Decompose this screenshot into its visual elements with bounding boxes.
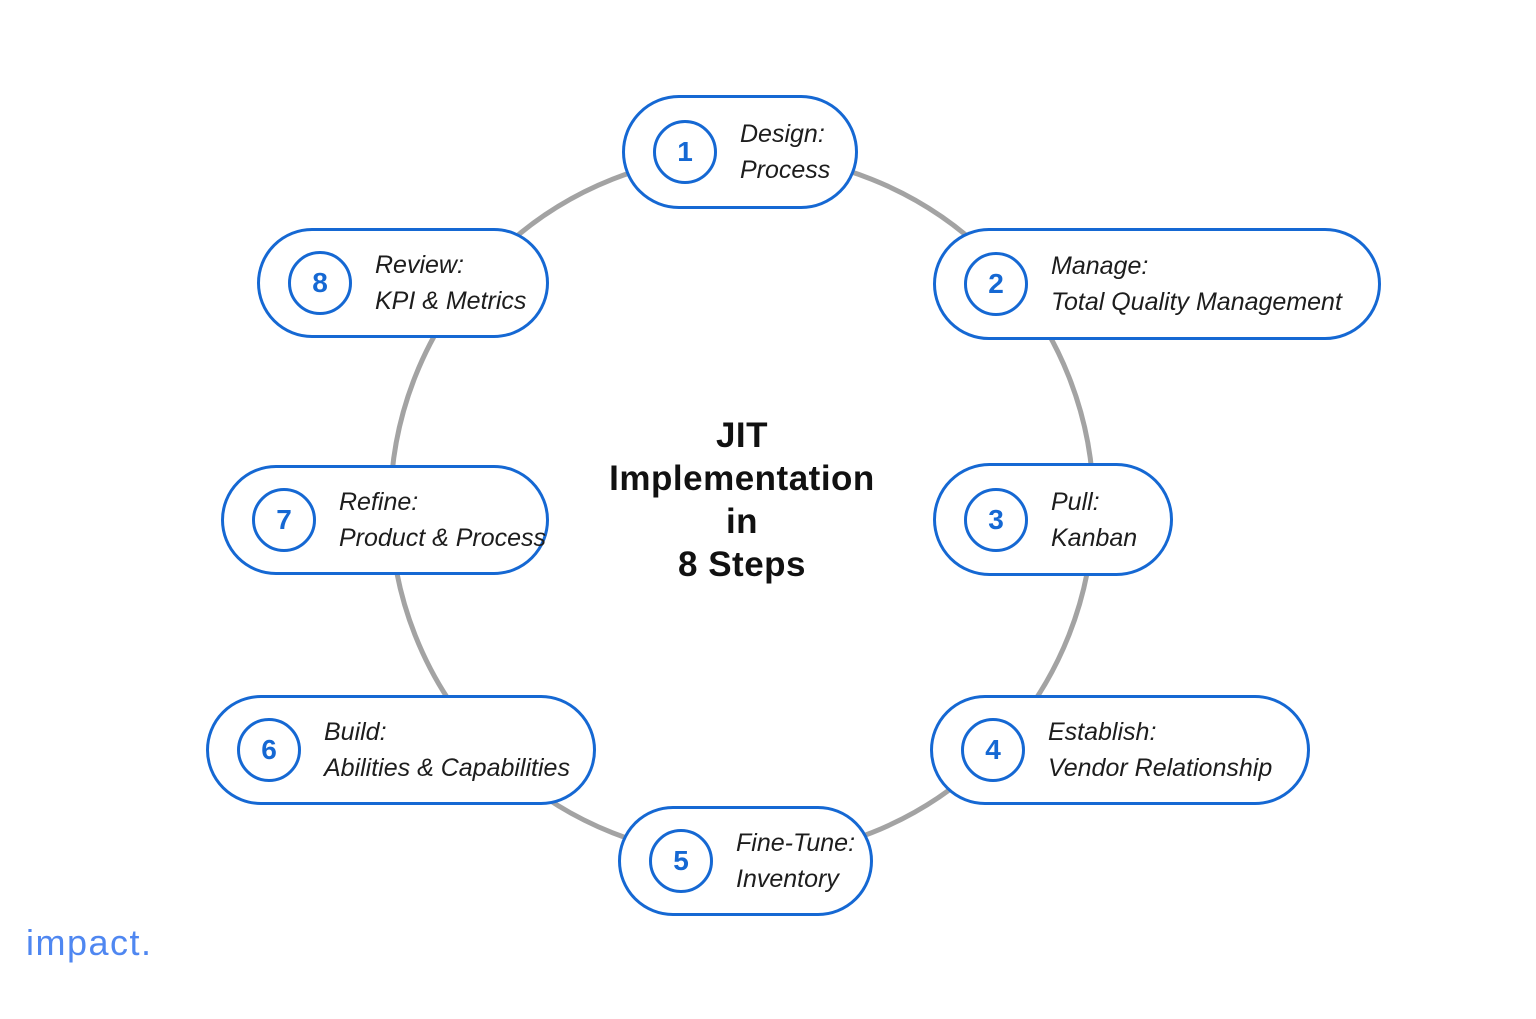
step-box-review: 8 Review: KPI & Metrics bbox=[257, 228, 549, 338]
step-number: 1 bbox=[677, 136, 693, 167]
step-detail-label: Vendor Relationship bbox=[1048, 754, 1273, 782]
step-action-label: Build: bbox=[324, 718, 387, 746]
step-number-badge: 1 bbox=[653, 120, 717, 184]
title-line-3: in bbox=[725, 502, 759, 541]
step-number-badge: 8 bbox=[288, 251, 352, 315]
step-action-label: Fine-Tune: bbox=[736, 829, 856, 857]
step-action-label: Manage: bbox=[1051, 252, 1149, 280]
step-number: 5 bbox=[673, 845, 689, 876]
step-number: 6 bbox=[261, 734, 277, 765]
step-detail-label: Total Quality Management bbox=[1051, 288, 1342, 316]
step-action-label: Establish: bbox=[1048, 718, 1157, 746]
step-number-badge: 4 bbox=[961, 718, 1025, 782]
step-box-design: 1 Design: Process bbox=[622, 95, 858, 209]
step-detail-label: Product & Process bbox=[339, 524, 547, 552]
step-number: 7 bbox=[276, 504, 292, 535]
step-number: 3 bbox=[988, 503, 1004, 535]
title-line-4: 8 Steps bbox=[678, 545, 806, 584]
step-box-refine: 7 Refine: Product & Process bbox=[221, 465, 549, 575]
step-number: 8 bbox=[312, 267, 328, 298]
step-number-badge: 5 bbox=[649, 829, 713, 893]
step-number-badge: 3 bbox=[964, 487, 1028, 552]
step-number: 4 bbox=[985, 734, 1001, 765]
step-box-manage: 2 Manage: Total Quality Management bbox=[933, 228, 1381, 340]
step-detail-label: Kanban bbox=[1051, 523, 1138, 552]
step-box-fine-tune: 5 Fine-Tune: Inventory bbox=[618, 806, 873, 916]
step-action-label: Pull: bbox=[1051, 487, 1100, 516]
step-number-badge: 2 bbox=[964, 252, 1028, 316]
step-action-label: Refine: bbox=[339, 488, 419, 516]
step-action-label: Review: bbox=[375, 251, 464, 279]
step-detail-label: Process bbox=[740, 156, 831, 184]
diagram-title: JIT Implementation in 8 Steps bbox=[547, 414, 937, 586]
step-number-badge: 6 bbox=[237, 718, 301, 782]
step-number: 2 bbox=[988, 268, 1004, 299]
step-detail-label: Inventory bbox=[736, 865, 839, 893]
step-box-establish: 4 Establish: Vendor Relationship bbox=[930, 695, 1310, 805]
title-line-2: Implementation bbox=[609, 459, 875, 498]
impact-logo: impact. bbox=[26, 922, 153, 963]
step-box-pull: 3 Pull: Kanban bbox=[933, 463, 1173, 576]
title-line-1: JIT bbox=[715, 416, 769, 455]
step-detail-label: Abilities & Capabilities bbox=[324, 754, 570, 782]
step-action-label: Design: bbox=[740, 120, 825, 148]
step-number-badge: 7 bbox=[252, 488, 316, 552]
step-detail-label: KPI & Metrics bbox=[375, 287, 527, 315]
step-box-build: 6 Build: Abilities & Capabilities bbox=[206, 695, 596, 805]
